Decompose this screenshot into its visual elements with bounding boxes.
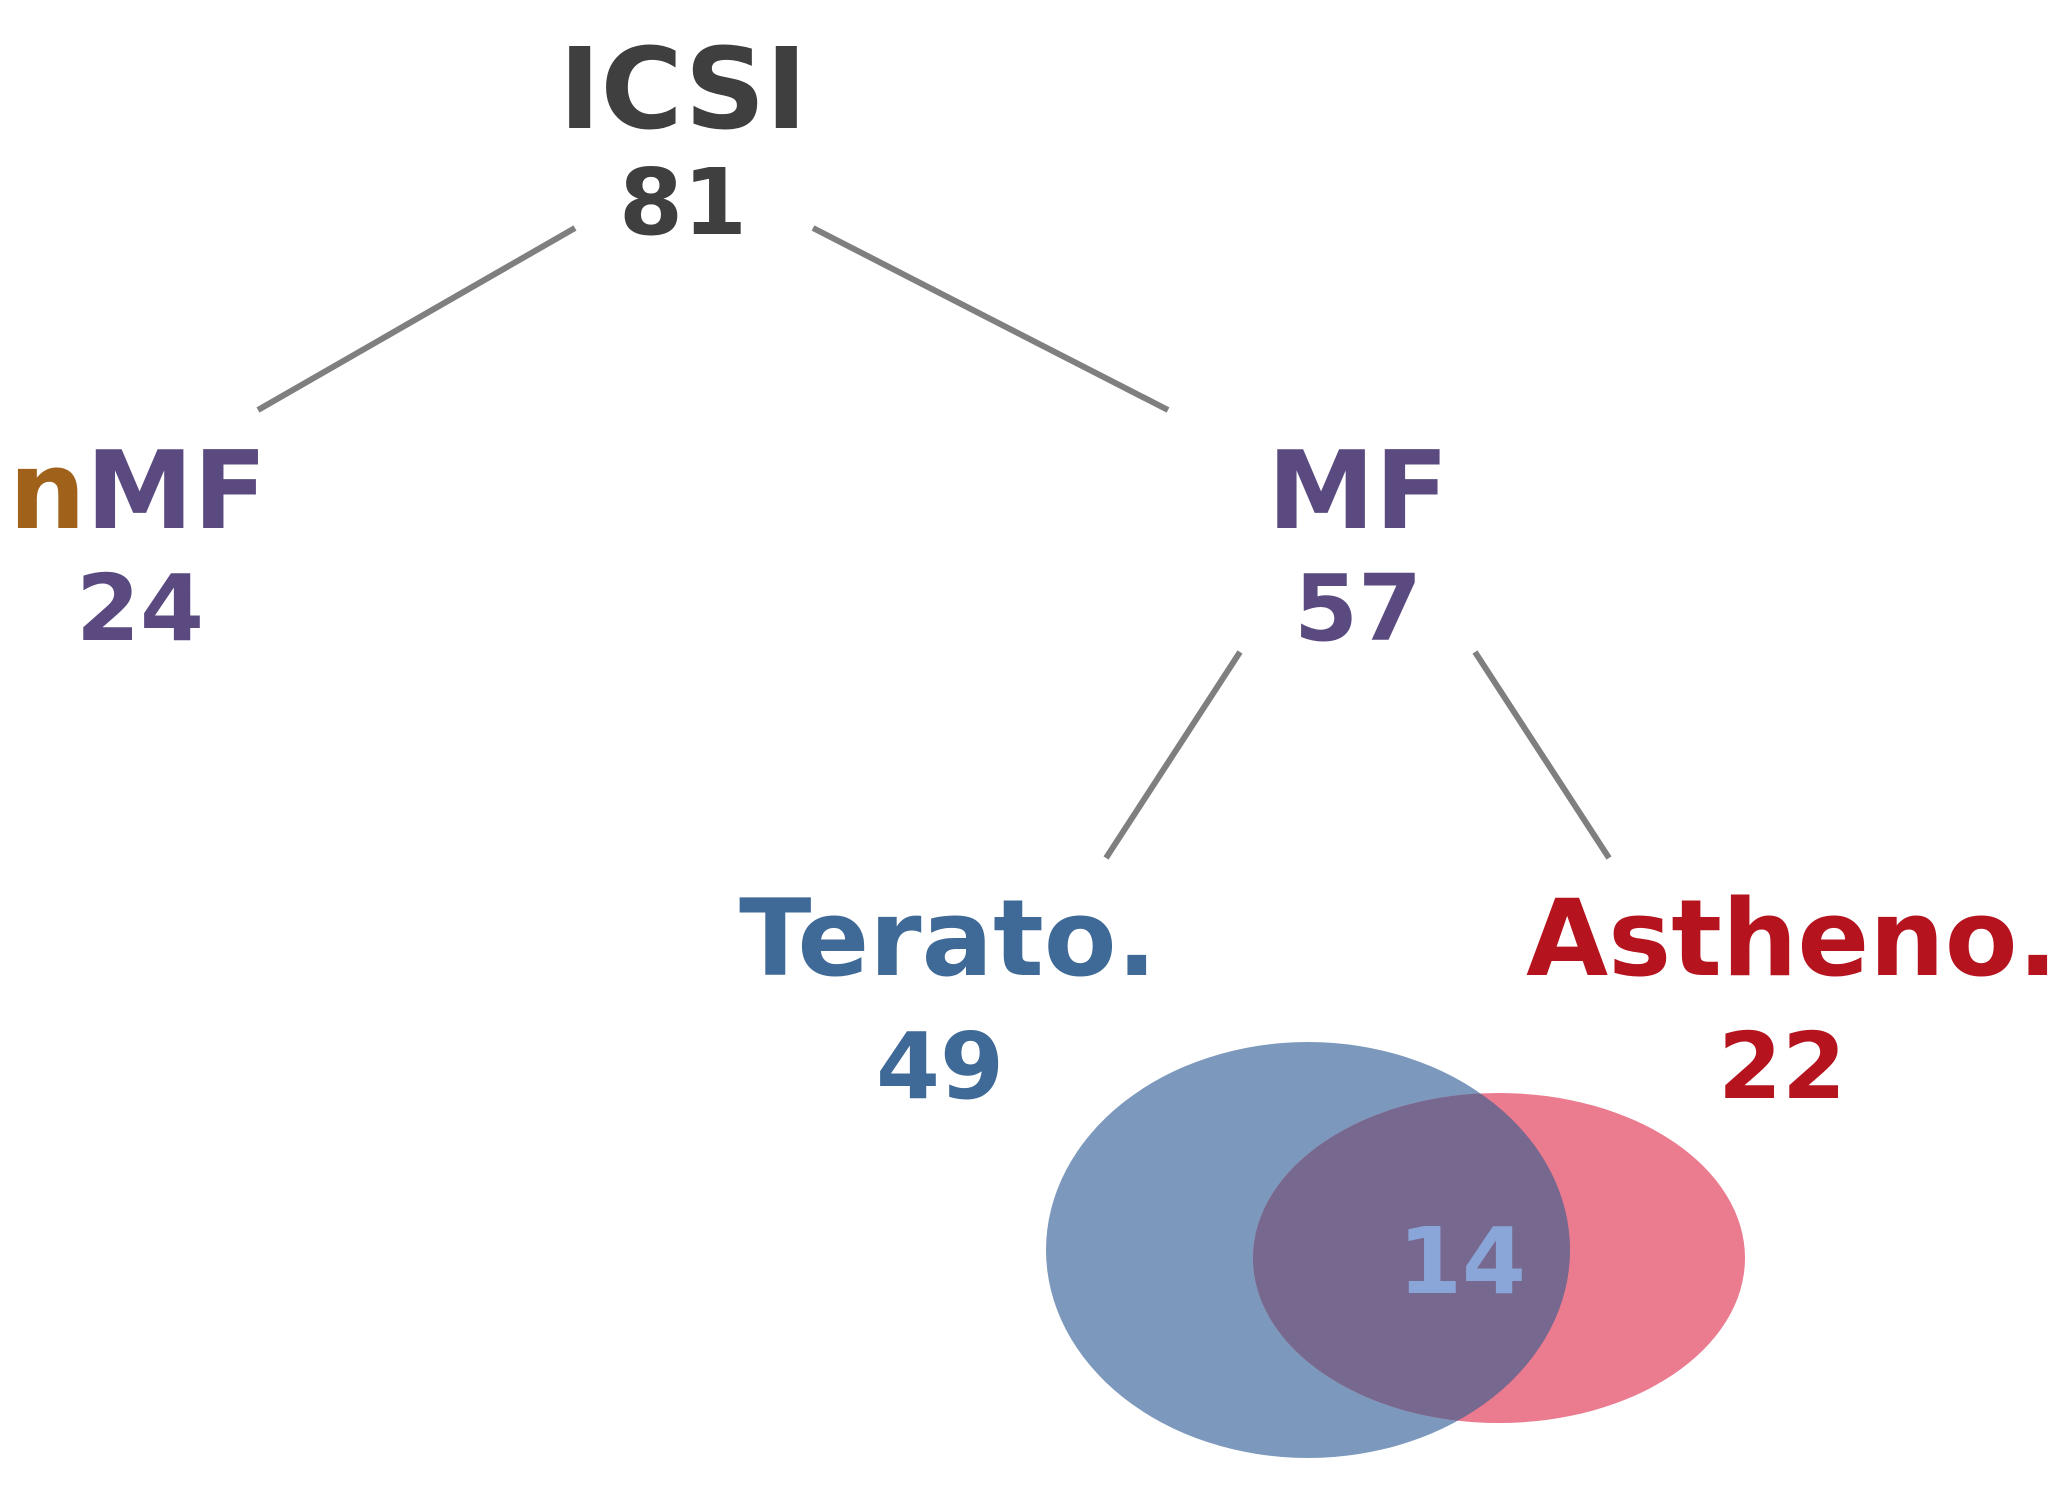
node-astheno-label: Astheno. <box>1526 877 2058 1000</box>
edge-icsi-mf <box>811 225 1170 413</box>
edge-mf-astheno <box>1472 650 1612 860</box>
node-mf-count: 57 <box>1294 555 1422 662</box>
node-terato: Terato. 49 <box>739 877 1157 1120</box>
node-nmf-label: nMF <box>9 429 267 554</box>
node-nmf-suffix: MF <box>86 429 267 554</box>
node-terato-count: 49 <box>876 1013 1004 1120</box>
node-nmf: nMF 24 <box>9 429 267 662</box>
node-mf: MF 57 <box>1267 429 1448 662</box>
venn-diagram: 14 <box>1046 1042 1745 1458</box>
node-astheno-count: 22 <box>1718 1013 1846 1120</box>
node-icsi: ICSI 81 <box>559 25 807 256</box>
node-astheno: Astheno. 22 <box>1526 877 2058 1120</box>
venn-overlap-count: 14 <box>1398 1208 1526 1315</box>
node-icsi-label: ICSI <box>559 25 807 155</box>
node-icsi-count: 81 <box>619 149 747 256</box>
node-nmf-prefix: n <box>9 429 86 554</box>
node-mf-label: MF <box>1267 429 1448 554</box>
node-nmf-count: 24 <box>76 555 204 662</box>
edge-icsi-nmf <box>256 225 577 413</box>
node-terato-label: Terato. <box>739 877 1157 1000</box>
venn-overlap-region <box>1253 1093 1570 1423</box>
edge-mf-terato <box>1103 650 1243 860</box>
